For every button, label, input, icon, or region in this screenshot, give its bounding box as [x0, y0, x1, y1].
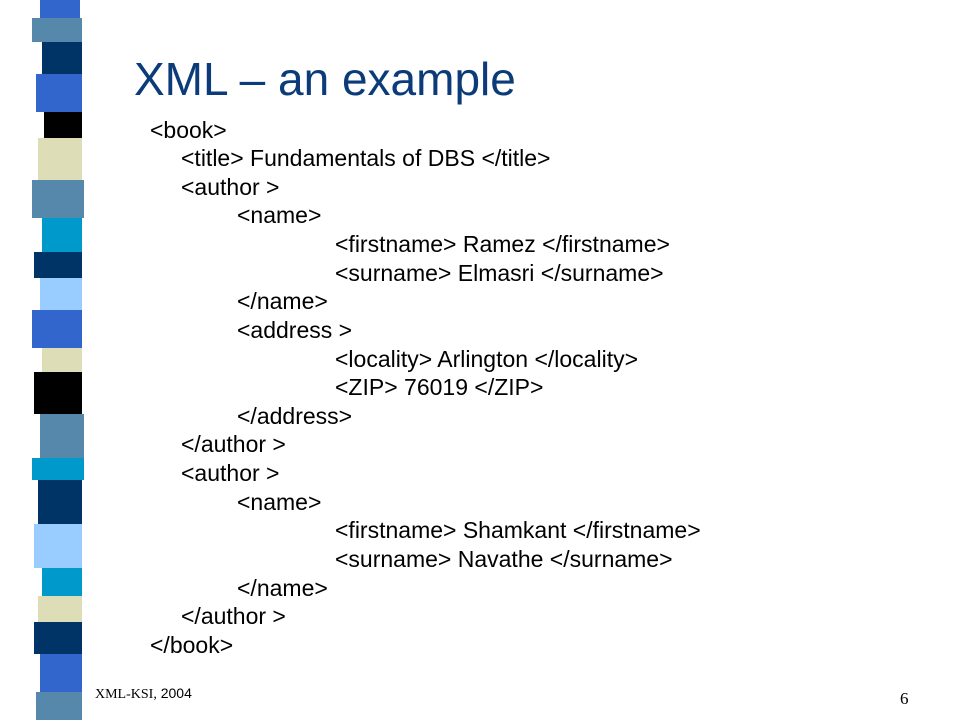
- xml-line: </name>: [237, 288, 328, 314]
- xml-line: <title> Fundamentals of DBS </title>: [181, 145, 551, 171]
- stripe-segment: [38, 480, 82, 524]
- xml-line: </name>: [237, 575, 328, 601]
- xml-line: </book>: [150, 632, 234, 658]
- stripe-segment: [40, 414, 84, 458]
- xml-line: <firstname> Shamkant </firstname>: [335, 517, 701, 543]
- stripe-segment: [32, 180, 84, 218]
- stripe-segment: [32, 458, 84, 480]
- stripe-segment: [42, 218, 82, 252]
- xml-line: <address >: [237, 317, 353, 343]
- xml-line: </author >: [181, 603, 286, 629]
- stripe-segment: [44, 112, 82, 138]
- stripe-segment: [42, 348, 82, 372]
- xml-line: <surname> Elmasri </surname>: [335, 260, 664, 286]
- xml-line: <name>: [237, 489, 322, 515]
- decorative-stripe-bar: [32, 0, 86, 720]
- footer-year: 2004: [156, 685, 192, 701]
- stripe-segment: [42, 568, 82, 596]
- stripe-segment: [32, 310, 82, 348]
- stripe-segment: [34, 622, 82, 654]
- xml-line: <surname> Navathe </surname>: [335, 546, 673, 572]
- xml-line: <name>: [237, 202, 322, 228]
- xml-line: <locality> Arlington </locality>: [335, 346, 639, 372]
- stripe-segment: [34, 252, 82, 278]
- stripe-segment: [40, 0, 80, 18]
- page-number: 6: [900, 689, 909, 708]
- xml-line: <author >: [181, 460, 280, 486]
- stripe-segment: [34, 524, 82, 568]
- footer-label: XML-KSI, 2004: [95, 684, 192, 704]
- footer-label-text: XML-KSI,: [95, 687, 157, 702]
- stripe-segment: [36, 692, 82, 720]
- xml-line: <ZIP> 76019 </ZIP>: [335, 374, 544, 400]
- xml-line: <book>: [150, 117, 227, 143]
- slide-title: XML – an example: [134, 53, 516, 105]
- stripe-segment: [36, 74, 82, 112]
- xml-line: </address>: [237, 403, 353, 429]
- stripe-segment: [40, 278, 82, 310]
- stripe-segment: [32, 18, 82, 42]
- xml-line: <firstname> Ramez </firstname>: [335, 231, 670, 257]
- xml-line: </author >: [181, 431, 286, 457]
- stripe-segment: [38, 596, 82, 622]
- stripe-segment: [40, 654, 82, 692]
- xml-line: <author >: [181, 174, 280, 200]
- stripe-segment: [38, 138, 82, 180]
- stripe-segment: [34, 372, 82, 414]
- stripe-segment: [42, 42, 82, 74]
